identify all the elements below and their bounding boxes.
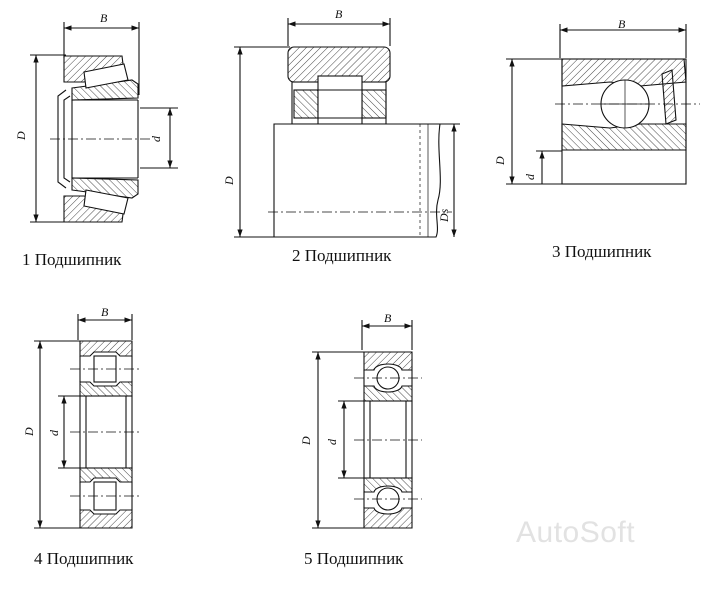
bearing-1-roller-bottom [83,189,129,215]
bearing-5-outer-ring-top [363,351,413,371]
bearing-4-label-b: B [101,305,109,319]
bearing-3-drawing [506,24,700,185]
watermark-logo: AutoSoft [516,516,636,549]
bearing-2-drawing [234,18,460,238]
bearing-1-label-b: B [100,11,108,25]
bearing-2-caption: 2 Подшипник [292,246,392,265]
bearing-4-label-d-outer: D [22,427,36,437]
bearing-3-caption: 3 Подшипник [552,242,652,261]
bearing-3-label-d-inner: d [523,173,537,180]
bearing-3-label-d-outer: D [493,156,507,166]
bearing-3-label-b: B [618,17,626,31]
bearing-1-label-d-outer: D [14,131,28,141]
bearing-1-label-d-inner: d [149,135,163,142]
bearing-5-label-d-inner: d [325,438,339,445]
bearing-1-drawing [30,22,178,223]
bearing-2-label-d: D [222,176,236,186]
bearing-4-outer-ring-bottom [79,509,133,529]
bearing-4-label-d-inner: d [47,429,61,436]
bearing-2-needle-roller [317,75,363,125]
bearing-4-outer-ring-top [79,340,133,357]
bearing-5-caption: 5 Подшипник [304,549,404,568]
bearing-1-caption: 1 Подшипник [22,250,122,269]
bearing-5-label-d-outer: D [299,436,313,446]
bearing-5-outer-ring-bottom [363,507,413,529]
bearing-5-drawing [312,320,422,529]
bearing-5-label-b: B [384,311,392,325]
bearing-2-shaft [273,123,441,238]
bearing-1-roller-top [83,63,129,89]
bearing-4-caption: 4 Подшипник [34,549,134,568]
bearing-2-label-b: B [335,7,343,21]
bearing-4-drawing [34,314,142,529]
bearing-2-label-ds: Ds [437,208,451,223]
